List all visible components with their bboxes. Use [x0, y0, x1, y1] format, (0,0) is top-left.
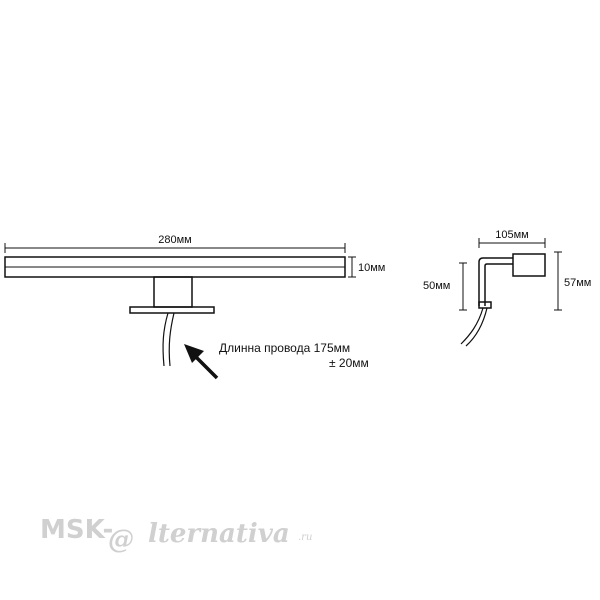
cable-strand-1: [162, 312, 169, 367]
bracket-arm-inner: [484, 263, 513, 306]
watermark-prefix: MSK-: [40, 515, 113, 545]
cable-arrow-shaft: [194, 355, 219, 380]
lamp-head: [512, 253, 546, 277]
bracket-arm-outer: [478, 257, 513, 306]
depth-label: 105мм: [495, 229, 528, 241]
bracket-height-label: 50мм: [423, 280, 450, 292]
side-view: [459, 238, 562, 347]
thickness-label: 10мм: [358, 262, 385, 274]
watermark-suffix: lternativa: [148, 519, 290, 549]
width-label: 280мм: [158, 234, 191, 246]
watermark: MSK- @ lternativa .ru: [40, 515, 312, 555]
watermark-at-sign: @: [108, 525, 134, 555]
cable-strand-2: [168, 312, 175, 367]
cable-arrow-head: [184, 344, 204, 363]
side-cable-strand-1: [460, 307, 484, 345]
cable-arrow: [184, 344, 219, 380]
mounting-body: [153, 276, 193, 308]
total-height-label: 57мм: [564, 277, 591, 289]
cable-note-line2: ± 20мм: [329, 356, 369, 370]
wall-plate: [129, 306, 215, 314]
side-wall-plate: [478, 301, 492, 309]
front-view: [4, 243, 356, 367]
watermark-domain: .ru: [298, 532, 312, 543]
cable-note-line1: Длинна провода 175мм: [219, 341, 350, 355]
side-cable-strand-2: [465, 307, 488, 347]
